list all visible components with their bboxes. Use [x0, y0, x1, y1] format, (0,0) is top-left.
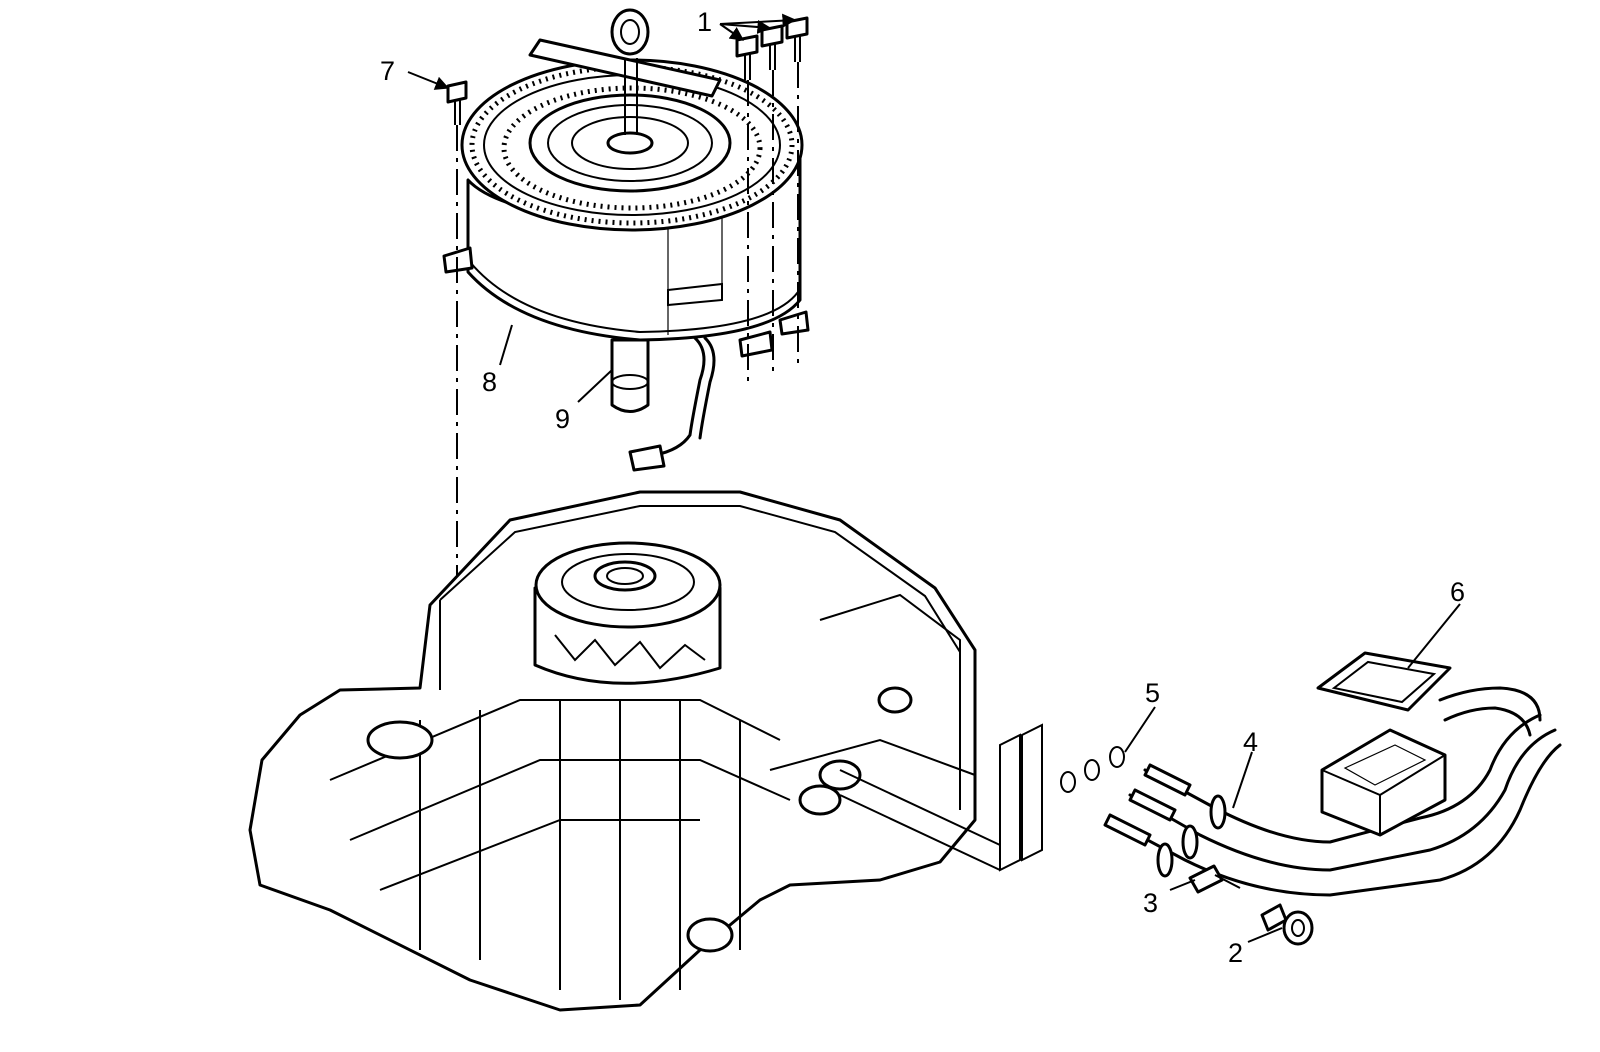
fitting-2 — [1260, 903, 1314, 946]
transmission-housing — [248, 490, 1001, 1012]
callout-9: 9 — [555, 404, 570, 434]
cable-harness-4 — [1103, 686, 1562, 897]
callout-3: 3 — [1143, 888, 1158, 918]
callout-6: 6 — [1450, 577, 1465, 607]
bolt-7 — [446, 80, 468, 125]
motor-stator-assembly — [442, 8, 810, 358]
rotor-shaft — [610, 338, 650, 413]
callout-2: 2 — [1228, 938, 1243, 968]
callout-labels: 1 2 3 4 5 6 7 8 9 — [380, 7, 1465, 968]
callout-7: 7 — [380, 56, 395, 86]
gasket-6 — [1316, 651, 1452, 712]
callout-4: 4 — [1243, 727, 1258, 757]
screw-3 — [1188, 864, 1241, 894]
callout-8: 8 — [482, 367, 497, 397]
stator-wire-lead — [628, 336, 716, 472]
callout-leaders — [407, 13, 1461, 943]
callout-1: 1 — [697, 7, 712, 37]
seal-rings-5 — [999, 723, 1125, 872]
callout-5: 5 — [1145, 678, 1160, 708]
